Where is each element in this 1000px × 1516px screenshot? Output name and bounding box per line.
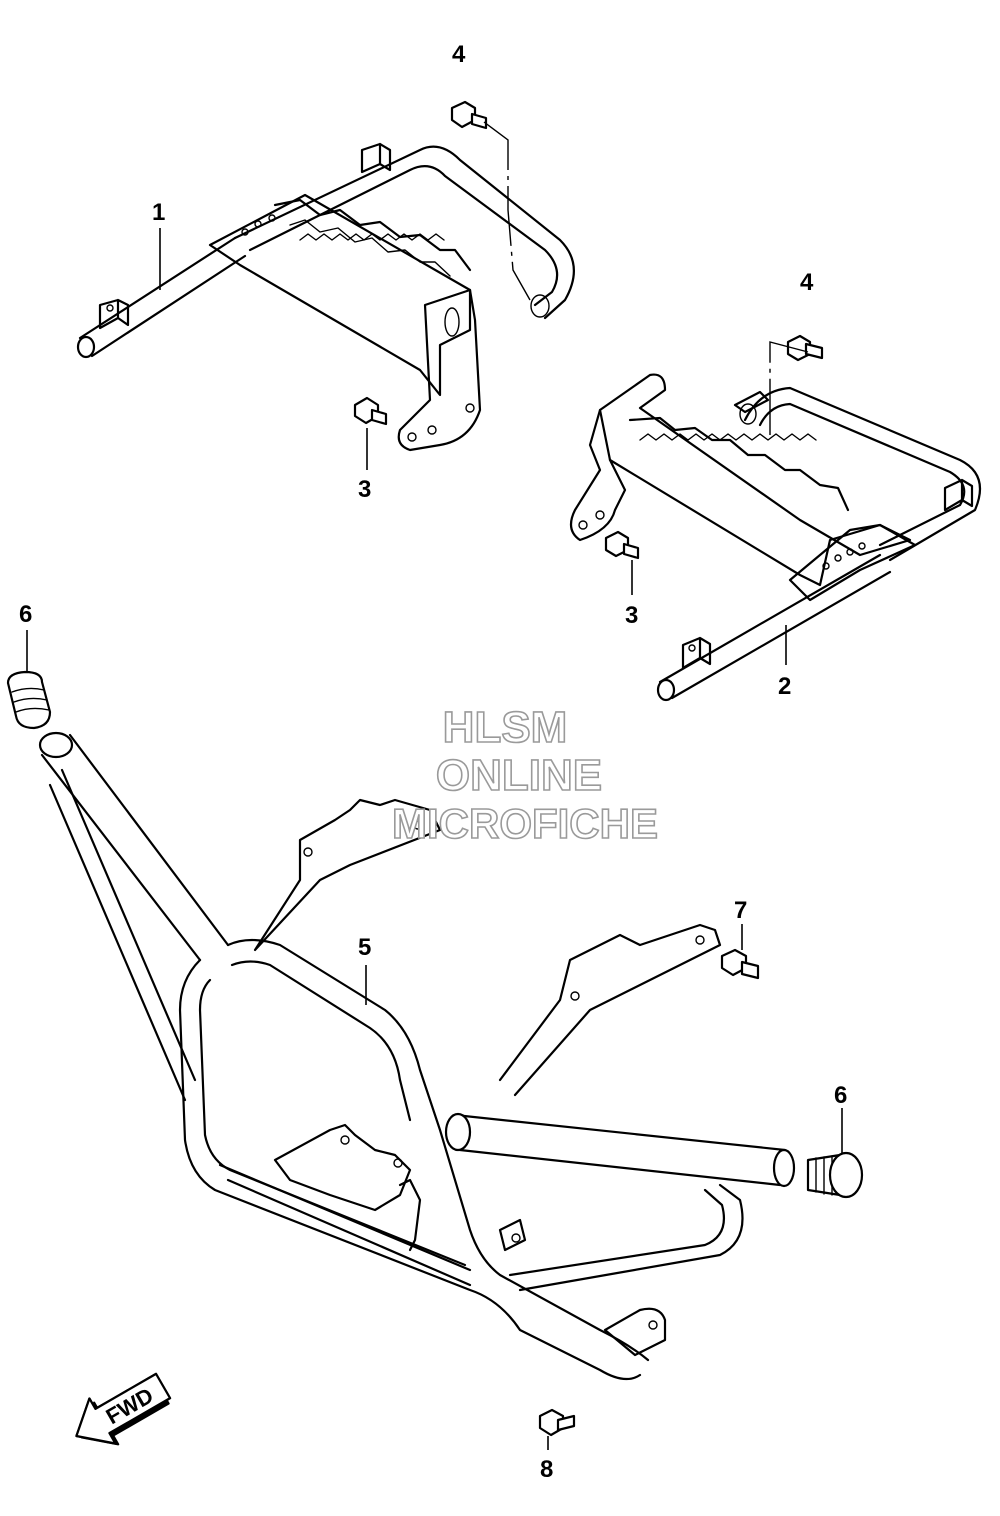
callout-3-left: 3 <box>358 476 371 503</box>
callout-5: 5 <box>358 934 371 961</box>
footrest-bracket-right[interactable] <box>569 373 982 702</box>
callout-3-right: 3 <box>625 602 638 629</box>
fwd-direction-arrow: FWD <box>75 1372 172 1446</box>
bolt-3-right[interactable] <box>604 530 640 560</box>
callout-7: 7 <box>734 897 747 924</box>
bolt-7[interactable] <box>720 948 760 980</box>
watermark-line-2: ONLINE <box>436 751 602 800</box>
bolt-3-left[interactable] <box>353 396 388 426</box>
callout-2: 2 <box>778 673 791 700</box>
callout-6-left: 6 <box>19 601 32 628</box>
engine-guard[interactable] <box>38 731 796 1381</box>
bolt-4-right[interactable] <box>786 334 824 362</box>
watermark-line-1: HLSM <box>443 703 568 752</box>
callout-6-right: 6 <box>834 1082 847 1109</box>
end-plug-6-left[interactable] <box>6 670 52 730</box>
callout-1: 1 <box>152 199 165 226</box>
bolt-4-top[interactable] <box>450 100 488 130</box>
footrest-bracket-left[interactable] <box>76 142 575 452</box>
bolt-8[interactable] <box>538 1408 576 1437</box>
callout-4-top: 4 <box>452 41 466 68</box>
end-plug-6-right[interactable] <box>806 1151 864 1199</box>
callout-4-right: 4 <box>800 269 814 296</box>
callout-8: 8 <box>540 1456 553 1483</box>
watermark-line-3: MICROFICHE <box>392 800 658 847</box>
